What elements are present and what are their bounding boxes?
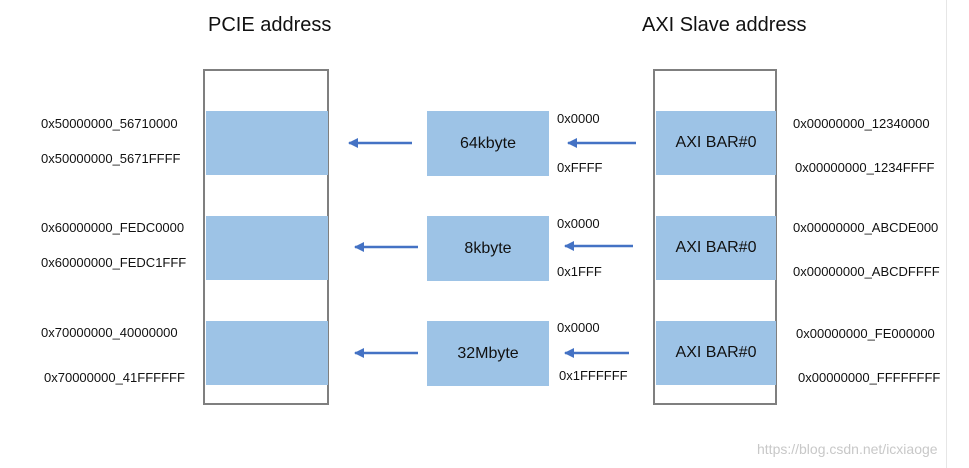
window-size-block-2: 8kbyte xyxy=(427,216,549,281)
axi-start-address-2: 0x00000000_ABCDE000 xyxy=(793,220,939,235)
axi-slave-address-title: AXI Slave address xyxy=(642,14,807,36)
offset-start-3: 0x0000 xyxy=(557,320,600,335)
window-size-block-1: 64kbyte xyxy=(427,111,549,176)
pcie-start-address-1: 0x50000000_56710000 xyxy=(41,116,178,131)
pcie-address-space xyxy=(203,69,329,405)
window-size-block-3: 32Mbyte xyxy=(427,321,549,386)
pcie-end-address-3: 0x70000000_41FFFFFF xyxy=(44,370,185,385)
watermark: https://blog.csdn.net/icxiaoge xyxy=(757,441,938,457)
offset-start-2: 0x0000 xyxy=(557,216,600,231)
pcie-start-address-3: 0x70000000_40000000 xyxy=(41,325,178,340)
pcie-address-title: PCIE address xyxy=(208,14,332,36)
pcie-region-2 xyxy=(206,216,328,280)
axi-start-address-1: 0x00000000_12340000 xyxy=(793,116,930,131)
offset-end-3: 0x1FFFFFF xyxy=(559,368,628,383)
offset-end-2: 0x1FFF xyxy=(557,264,602,279)
axi-address-space: AXI BAR#0 AXI BAR#0 AXI BAR#0 xyxy=(653,69,777,405)
pcie-start-address-2: 0x60000000_FEDC0000 xyxy=(41,220,185,235)
pcie-region-3 xyxy=(206,321,328,385)
axi-bar-region-3: AXI BAR#0 xyxy=(656,321,776,385)
page-edge-divider xyxy=(946,0,947,468)
pcie-end-address-2: 0x60000000_FEDC1FFF xyxy=(41,255,187,270)
axi-start-address-3: 0x00000000_FE000000 xyxy=(796,326,935,341)
pcie-region-1 xyxy=(206,111,328,175)
axi-end-address-2: 0x00000000_ABCDFFFF xyxy=(793,264,940,279)
offset-end-1: 0xFFFF xyxy=(557,160,603,175)
axi-end-address-3: 0x00000000_FFFFFFFF xyxy=(798,370,941,385)
offset-start-1: 0x0000 xyxy=(557,111,600,126)
axi-bar-region-1: AXI BAR#0 xyxy=(656,111,776,175)
pcie-end-address-1: 0x50000000_5671FFFF xyxy=(41,151,181,166)
axi-end-address-1: 0x00000000_1234FFFF xyxy=(795,160,935,175)
axi-bar-region-2: AXI BAR#0 xyxy=(656,216,776,280)
